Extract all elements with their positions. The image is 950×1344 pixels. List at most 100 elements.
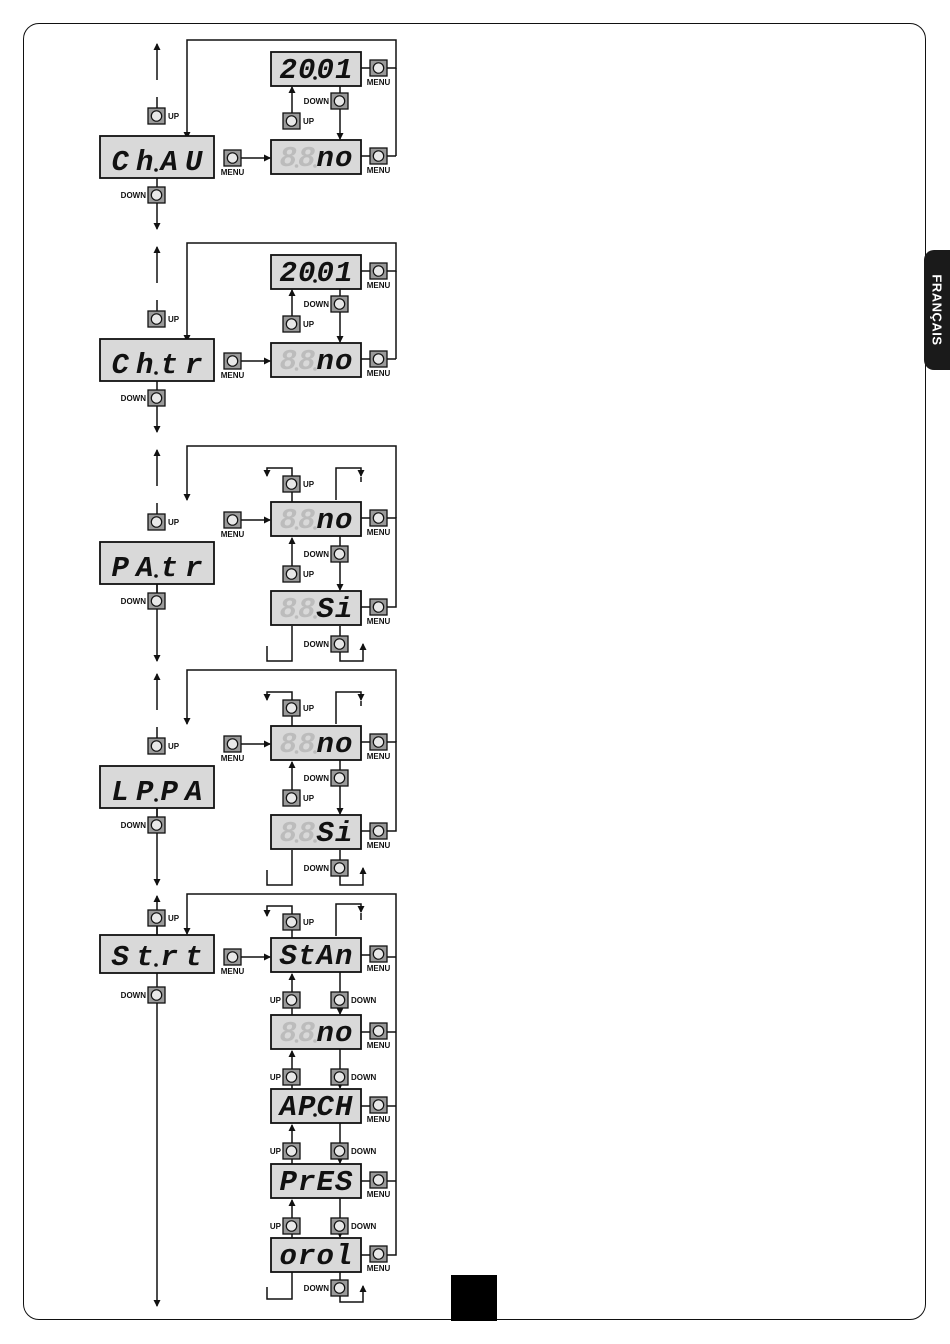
up-button[interactable]: UP <box>147 909 180 927</box>
display-digit: n <box>317 504 334 537</box>
down-button[interactable]: DOWN <box>304 92 349 110</box>
display-digit: o <box>335 345 352 378</box>
display-dot <box>313 526 317 530</box>
down-button[interactable]: DOWN <box>121 186 166 204</box>
display-digit: t <box>136 941 153 974</box>
menu-button[interactable]: MENU <box>221 735 245 763</box>
display-digit: 8 <box>280 142 297 175</box>
display-digit: n <box>317 142 334 175</box>
display-digit: 8 <box>298 728 315 761</box>
display-digit: l <box>335 1240 352 1273</box>
menu-button[interactable]: MENU <box>221 511 245 539</box>
down-button[interactable]: DOWN <box>304 635 349 653</box>
up-button[interactable]: UP <box>270 1142 301 1160</box>
display-digit: o <box>317 1240 334 1273</box>
down-button[interactable]: DOWN <box>304 769 349 787</box>
display-dot <box>313 1113 317 1117</box>
down-button[interactable]: DOWN <box>330 991 377 1009</box>
display-digit: 2 <box>280 54 297 87</box>
button-label: UP <box>270 996 282 1005</box>
display-digit: 0 <box>298 54 315 87</box>
menu-button[interactable]: MENU <box>367 1096 391 1124</box>
display-digit: A <box>134 552 153 585</box>
display-digit: 8 <box>280 345 297 378</box>
menu-button[interactable]: MENU <box>367 1171 391 1199</box>
button-label: UP <box>303 117 315 126</box>
button-label: UP <box>303 320 315 329</box>
up-button[interactable]: UP <box>270 1068 301 1086</box>
display-dot <box>154 963 158 967</box>
menu-button[interactable]: MENU <box>367 509 391 537</box>
down-button[interactable]: DOWN <box>121 816 166 834</box>
display-digit: S <box>317 817 335 850</box>
up-button[interactable]: UP <box>282 565 315 583</box>
down-button[interactable]: DOWN <box>304 859 349 877</box>
display-digit: r <box>185 349 202 382</box>
down-button[interactable]: DOWN <box>121 592 166 610</box>
up-button[interactable]: UP <box>147 107 180 125</box>
display-digit: C <box>317 1091 335 1124</box>
up-button[interactable]: UP <box>282 315 315 333</box>
down-button[interactable]: DOWN <box>121 986 166 1004</box>
up-button[interactable]: UP <box>147 737 180 755</box>
menu-button[interactable]: MENU <box>367 733 391 761</box>
menu-button[interactable]: MENU <box>367 350 391 378</box>
menu-button[interactable]: MENU <box>367 147 391 175</box>
display-dot <box>313 1039 317 1043</box>
button-label: MENU <box>367 281 391 290</box>
button-label: DOWN <box>304 97 330 106</box>
down-button[interactable]: DOWN <box>304 545 349 563</box>
display-digit: S <box>112 941 130 974</box>
menu-button[interactable]: MENU <box>367 59 391 87</box>
up-button[interactable]: UP <box>282 913 315 931</box>
menu-button[interactable]: MENU <box>367 262 391 290</box>
up-button[interactable]: UP <box>270 991 301 1009</box>
button-label: MENU <box>367 964 391 973</box>
menu-button[interactable]: MENU <box>367 945 391 973</box>
down-button[interactable]: DOWN <box>304 295 349 313</box>
menu-button[interactable]: MENU <box>367 1245 391 1273</box>
down-button[interactable]: DOWN <box>121 389 166 407</box>
button-label: UP <box>303 570 315 579</box>
up-button[interactable]: UP <box>270 1217 301 1235</box>
display-digit: C <box>112 146 130 179</box>
language-tab-label: FRANÇAIS <box>929 274 945 346</box>
button-label: DOWN <box>351 1073 377 1082</box>
button-label: DOWN <box>121 821 147 830</box>
display-dot <box>313 367 317 371</box>
menu-button[interactable]: MENU <box>367 1022 391 1050</box>
button-label: DOWN <box>121 394 147 403</box>
display-digit: 8 <box>298 817 315 850</box>
button-label: MENU <box>367 617 391 626</box>
display-digit: i <box>335 593 352 626</box>
menu-button[interactable]: MENU <box>221 948 245 976</box>
up-button[interactable]: UP <box>147 310 180 328</box>
down-button[interactable]: DOWN <box>304 1279 349 1297</box>
display-digit: C <box>112 349 130 382</box>
display-digit: L <box>112 776 129 809</box>
menu-button[interactable]: MENU <box>221 352 245 380</box>
menu-button[interactable]: MENU <box>367 598 391 626</box>
menu-button[interactable]: MENU <box>221 149 245 177</box>
up-button[interactable]: UP <box>282 699 315 717</box>
display-digit: 8 <box>298 142 315 175</box>
up-button[interactable]: UP <box>147 513 180 531</box>
down-button[interactable]: DOWN <box>330 1142 377 1160</box>
down-button[interactable]: DOWN <box>330 1217 377 1235</box>
down-button[interactable]: DOWN <box>330 1068 377 1086</box>
display-dot <box>294 164 299 168</box>
display-digit: P <box>161 776 179 809</box>
button-label: MENU <box>367 369 391 378</box>
button-label: MENU <box>367 1041 391 1050</box>
up-button[interactable]: UP <box>282 475 315 493</box>
up-button[interactable]: UP <box>282 112 315 130</box>
up-button[interactable]: UP <box>282 789 315 807</box>
display-digit: o <box>335 504 352 537</box>
menu-button[interactable]: MENU <box>367 822 391 850</box>
